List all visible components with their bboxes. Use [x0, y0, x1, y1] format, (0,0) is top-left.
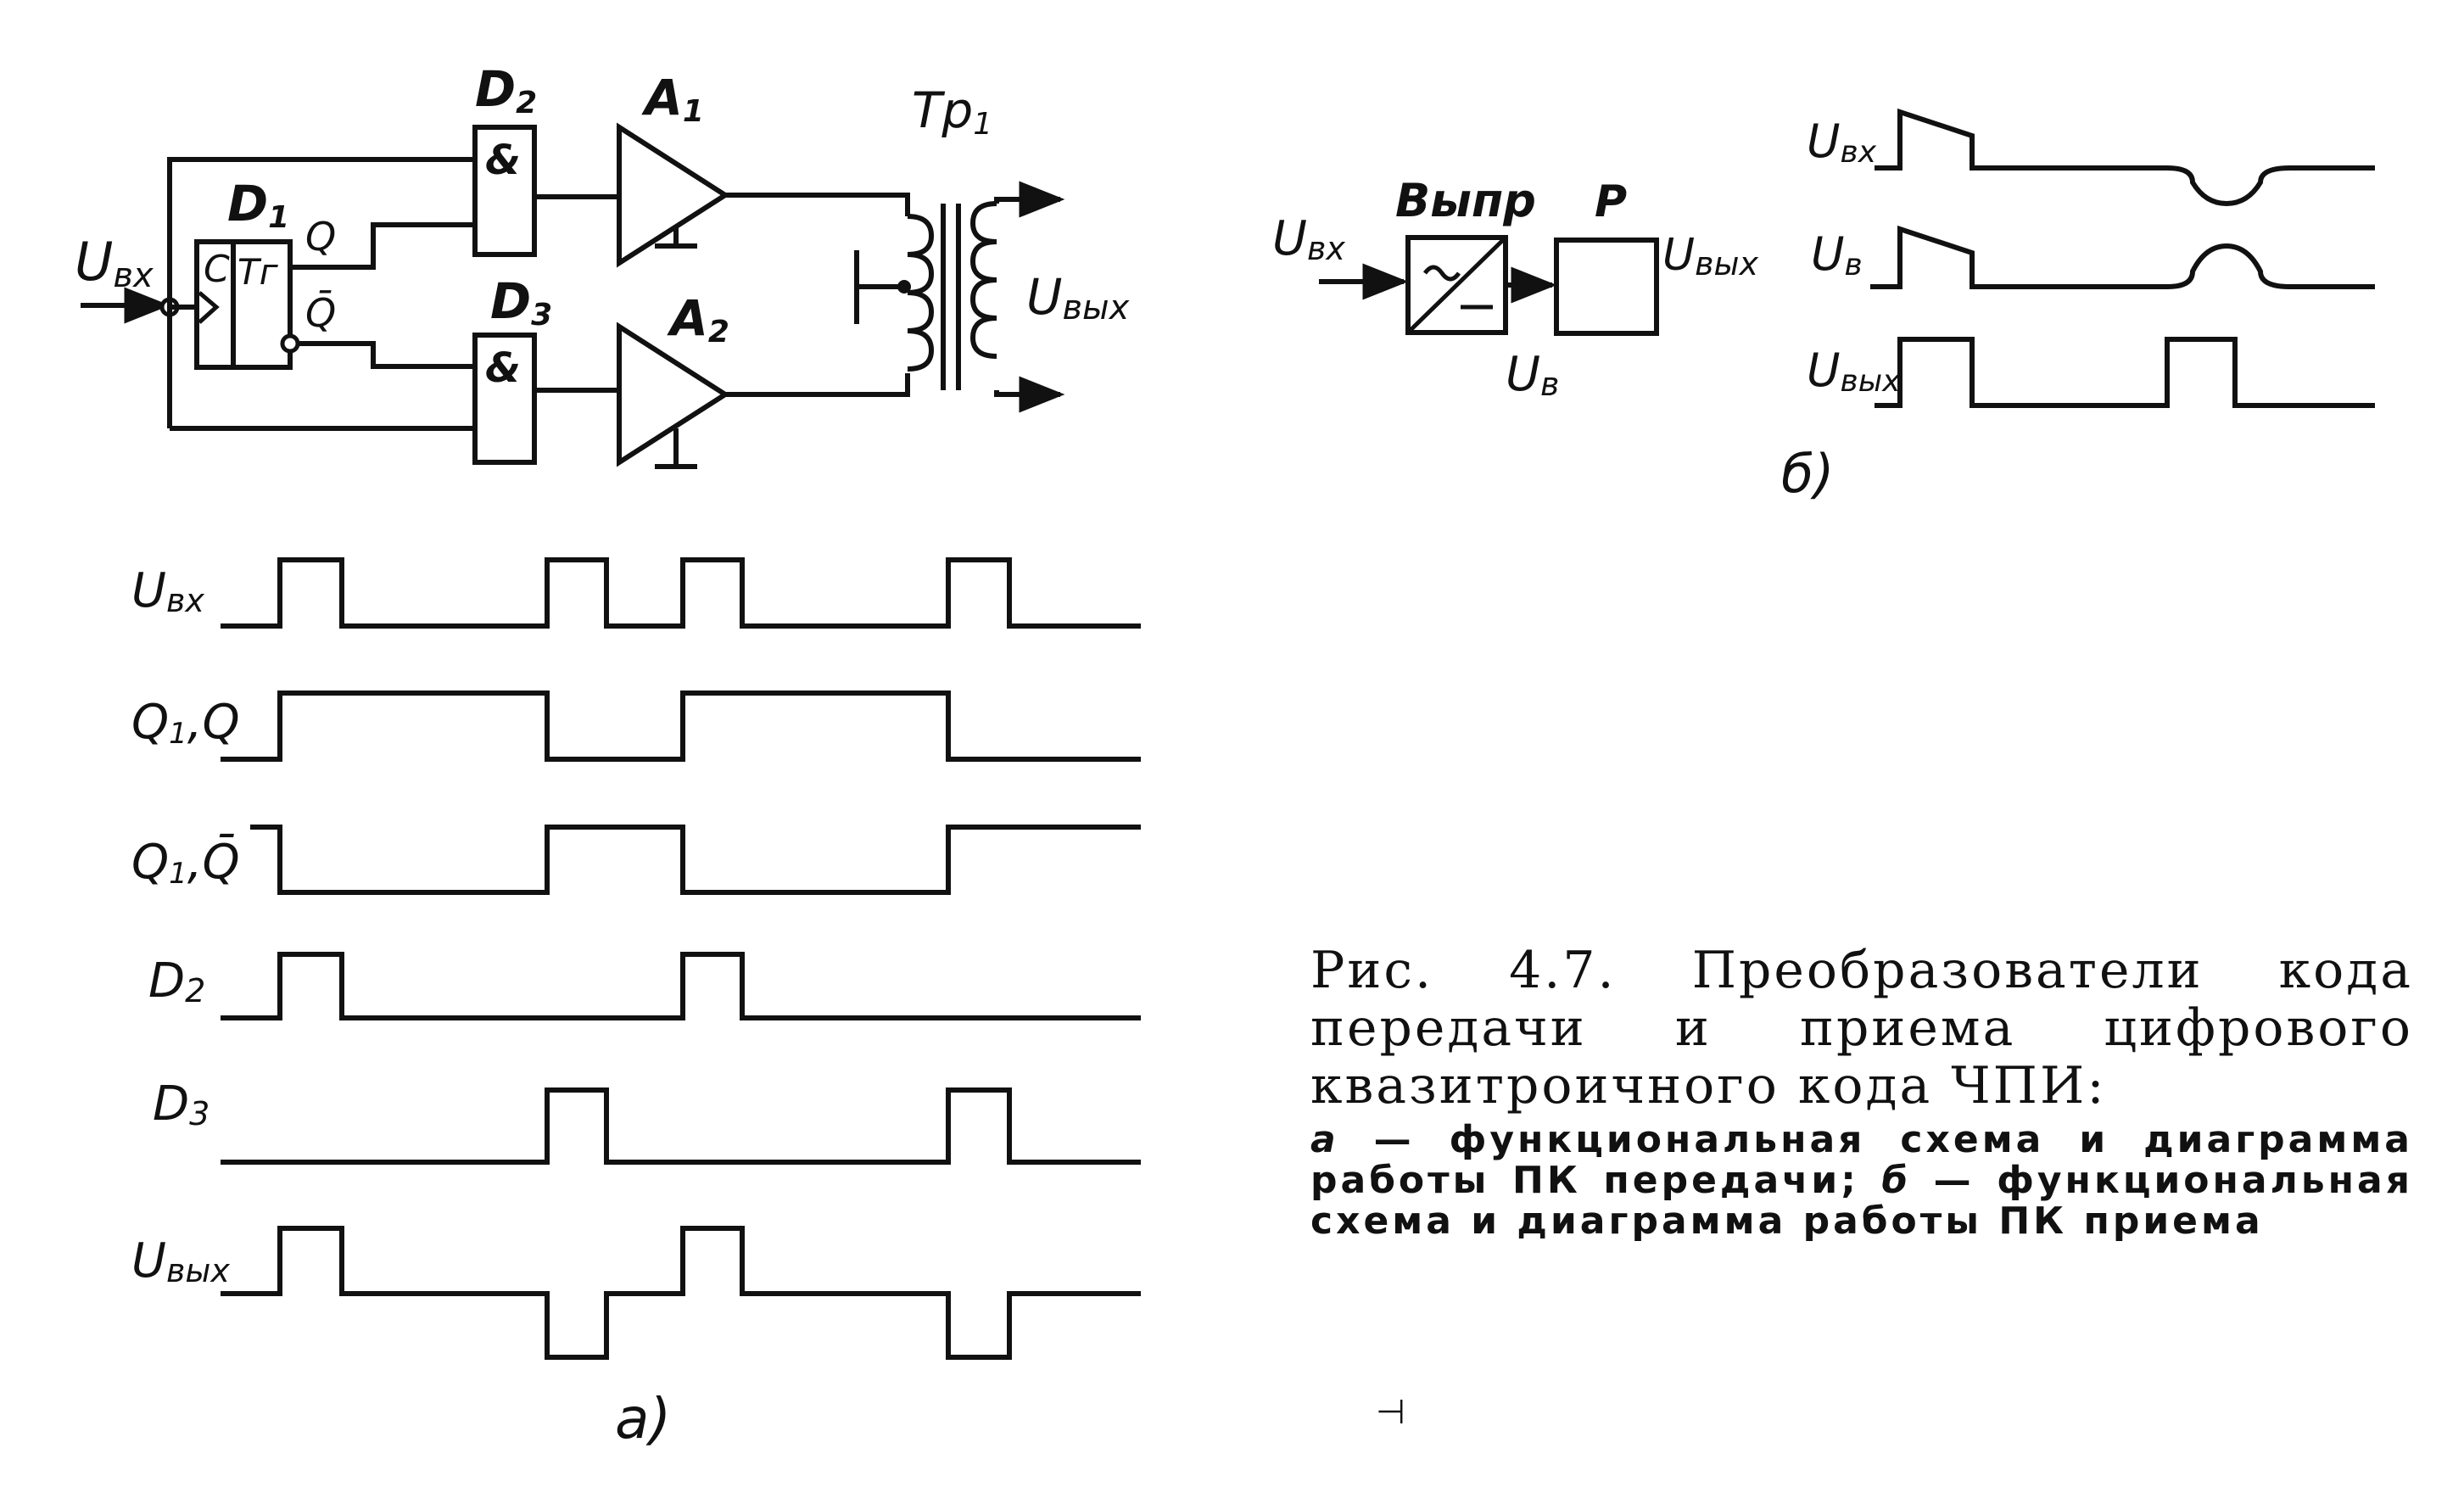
- wave-q: [221, 690, 1141, 762]
- timing-label-q: Q1,Q: [131, 695, 240, 751]
- output-label: Uвых: [1026, 268, 1130, 327]
- a2-label: A2: [667, 289, 729, 349]
- panel-b-label: б): [1781, 443, 1834, 505]
- rx-mid-label: Uв: [1506, 347, 1559, 403]
- panel-a-label: а): [615, 1386, 671, 1451]
- caption-title: Рис. 4.7. Преобразователи кода передачи …: [1310, 941, 2413, 1115]
- receiver-circuit: Uвх Выпр Uв Р Uвых: [1272, 174, 1758, 403]
- rectifier-label: Выпр: [1395, 174, 1536, 227]
- transmitter-timing-diagram: Uвх Q1,Q Q1,Q̄ D2 D3 Uвых а): [131, 557, 1141, 1451]
- d2-label: D2: [475, 60, 537, 120]
- d3-label: D3: [490, 272, 552, 333]
- timing-label-d2: D2: [148, 953, 205, 1009]
- a1-to-transformer-wire: [725, 193, 910, 216]
- a1-label: A1: [641, 69, 704, 129]
- svg-text:&: &: [485, 137, 521, 184]
- qbar-label: Q̄: [305, 290, 336, 336]
- receiver-timing-diagram: Uвх Uв Uвых б): [1781, 108, 2375, 505]
- q-label: Q: [305, 214, 336, 260]
- qbar-wire: [298, 341, 475, 369]
- rx-timing-label-uout: Uвых: [1807, 344, 1901, 399]
- input-label: Uвх: [75, 231, 154, 295]
- wave-d3: [221, 1087, 1141, 1165]
- d1-label: D1: [227, 175, 289, 235]
- transformer-tp1: Tp1: [854, 81, 997, 390]
- figure-caption: Рис. 4.7. Преобразователи кода передачи …: [1310, 942, 2413, 1242]
- rx-wave-uv: [1870, 225, 2375, 289]
- a2-to-transformer-wire: [725, 373, 910, 397]
- transmitter-circuit: Uвх C Tг D1 Q Q̄ & D2: [75, 60, 1130, 469]
- wave-qbar: [250, 825, 1141, 895]
- and-gate-d2: & D2: [472, 60, 537, 257]
- rx-output-label: Uвых: [1662, 230, 1758, 282]
- rx-timing-label-uv: Uв: [1811, 227, 1863, 282]
- timing-label-qbar: Q1,Q̄: [131, 835, 240, 891]
- rx-wave-uin: [1875, 108, 2375, 207]
- tr-label: Tp1: [912, 81, 992, 142]
- r-label: Р: [1595, 176, 1627, 227]
- d1-c-label: C: [204, 248, 230, 291]
- caption-description: а — функциональная схема и диаграмма раб…: [1310, 1118, 2413, 1243]
- svg-text:&: &: [485, 344, 521, 392]
- output-arrow-bottom: [994, 376, 1065, 413]
- r-block: Р: [1554, 176, 1659, 336]
- timing-label-uout: Uвых: [131, 1233, 230, 1289]
- rx-timing-label-uin: Uвх: [1807, 115, 1877, 170]
- wave-uin: [221, 557, 1141, 629]
- d1-t-label: Tг: [237, 251, 279, 293]
- rectifier-block: Выпр: [1395, 174, 1536, 335]
- amplifier-a1: A1: [617, 69, 730, 268]
- wave-uout: [221, 1226, 1141, 1360]
- rx-wave-uout: [1875, 337, 2375, 408]
- timing-label-d3: D3: [153, 1076, 210, 1132]
- stray-mark: ⊣: [1376, 1393, 1405, 1432]
- rx-input-label: Uвх: [1272, 211, 1345, 267]
- and-gate-d3: & D3: [472, 272, 552, 465]
- timing-label-uin: Uвх: [131, 563, 204, 619]
- wave-d2: [221, 952, 1141, 1020]
- amplifier-a2: A2: [617, 289, 730, 469]
- output-arrow-top: [994, 181, 1065, 218]
- flip-flop-d1: C Tг D1: [194, 175, 300, 370]
- q-wire: [290, 222, 475, 270]
